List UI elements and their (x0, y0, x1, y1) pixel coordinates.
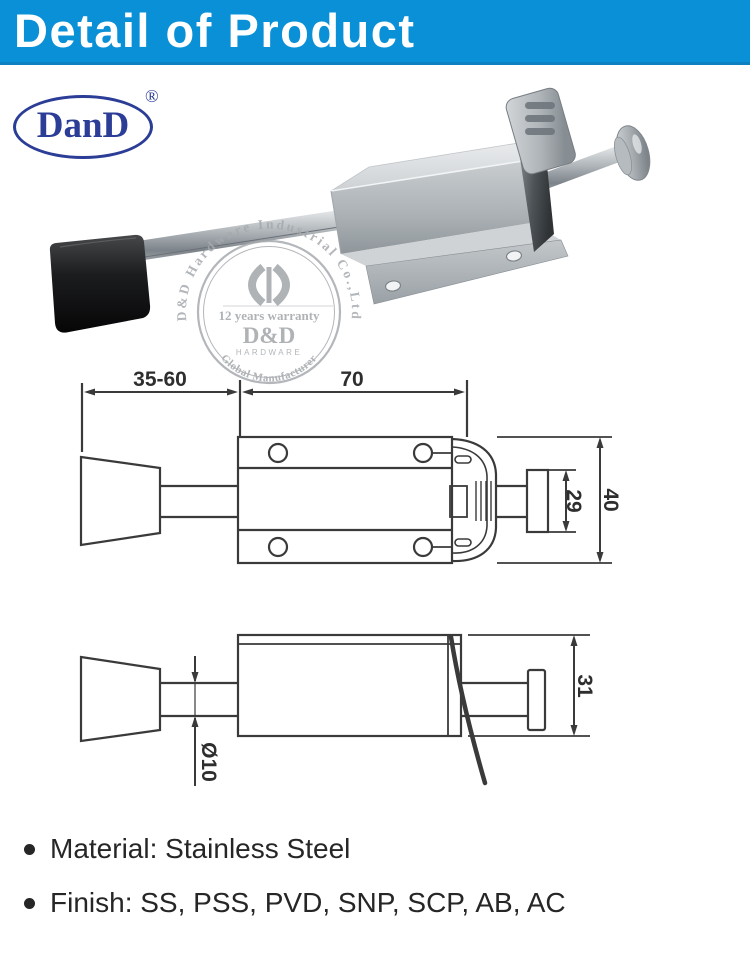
svg-text:40: 40 (599, 488, 622, 511)
dimension-plunger-height: 29 (548, 469, 585, 533)
spec-item-label: Finish: SS, PSS, PVD, SNP, SCP, AB, AC (50, 887, 566, 918)
plunger-rod (536, 144, 622, 193)
screw-hole (384, 280, 402, 292)
dimension-body-length: 70 (242, 368, 465, 396)
svg-text:35-60: 35-60 (133, 368, 187, 391)
brand-logo: DanD ® (13, 86, 159, 159)
svg-text:70: 70 (340, 368, 363, 391)
drawn-bracket (449, 437, 550, 563)
dimension-plate-height: 40 (497, 436, 622, 564)
watermark-outer-ring (196, 239, 342, 385)
svg-text:29: 29 (562, 489, 585, 512)
drawing-top-view: 35-60 70 (79, 368, 622, 565)
flange-cap (613, 125, 651, 181)
watermark-inner-ring (203, 246, 335, 378)
product-photo (49, 87, 651, 333)
pedal-grip-slots (525, 102, 555, 135)
main-rod (137, 208, 353, 261)
dimension-rod-diameter: Ø10 (191, 656, 220, 786)
drawn-body (236, 435, 454, 565)
banner: Detail of Product (0, 0, 750, 65)
drawn-rubber-foot (79, 455, 162, 547)
dnd-monogram-icon (247, 263, 291, 307)
svg-text:31: 31 (573, 674, 596, 698)
drawn-rod (160, 484, 238, 519)
brand-logo-text: DanD (36, 105, 130, 146)
drawn-rubber-foot (79, 655, 162, 743)
watermark-brand-text: D&D (243, 323, 295, 348)
drawn-plunger (461, 668, 547, 732)
bullet-icon (24, 843, 35, 855)
drawn-pedal-lever (448, 634, 488, 786)
registered-trademark-icon: ® (145, 86, 159, 106)
drawing-side-view: Ø10 31 (79, 633, 596, 786)
watermark-hardware-text: HARDWARE (236, 348, 302, 357)
watermark-warranty-text: 12 years warranty (218, 308, 320, 323)
rubber-foot (49, 234, 151, 333)
drawn-body (236, 633, 463, 738)
mounting-plate (341, 223, 569, 305)
watermark-badge: D&D Hardware Industrial Co.,Ltd 12 years… (174, 217, 362, 385)
dimension-body-height: 31 (468, 634, 596, 737)
bullet-icon (24, 897, 35, 909)
spec-item-label: Material: Stainless Steel (50, 833, 351, 864)
specs-list: Material: Stainless Steel Finish: SS, PS… (24, 833, 566, 942)
foot-pedal (505, 87, 576, 175)
svg-text:Ø10: Ø10 (197, 742, 220, 782)
screw-hole (505, 250, 523, 262)
body-box (330, 140, 532, 255)
spec-item-material: Material: Stainless Steel (24, 833, 566, 864)
dimension-foot-travel: 35-60 (84, 368, 238, 396)
drawn-rod (160, 681, 238, 718)
page-title: Detail of Product (14, 4, 416, 57)
spec-item-finish: Finish: SS, PSS, PVD, SNP, SCP, AB, AC (24, 887, 566, 918)
